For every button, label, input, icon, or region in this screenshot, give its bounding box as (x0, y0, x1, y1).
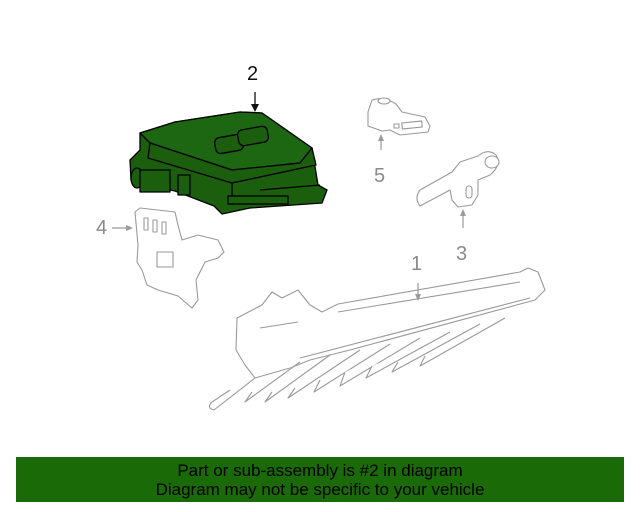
banner-line-disclaimer: Diagram may not be specific to your vehi… (155, 480, 485, 499)
diagram-notice-banner: Part or sub-assembly is #2 in diagram Di… (16, 457, 624, 502)
parts-diagram (112, 92, 546, 411)
callout-2: 2 (247, 63, 259, 85)
banner-line-part-number: Part or sub-assembly is #2 in diagram (177, 461, 463, 480)
callout-5: 5 (374, 165, 386, 187)
callout-3: 3 (456, 243, 468, 265)
part-4-crankshaft-position-sensor[interactable] (134, 207, 225, 309)
callout-4: 4 (96, 217, 108, 239)
part-5-knock-sensor[interactable] (367, 97, 431, 136)
part-2-engine-control-module[interactable] (129, 111, 328, 215)
part-1-fuel-injector-rail[interactable] (208, 267, 546, 411)
callout-1: 1 (411, 253, 423, 275)
part-3-camshaft-position-sensor[interactable] (416, 151, 500, 208)
